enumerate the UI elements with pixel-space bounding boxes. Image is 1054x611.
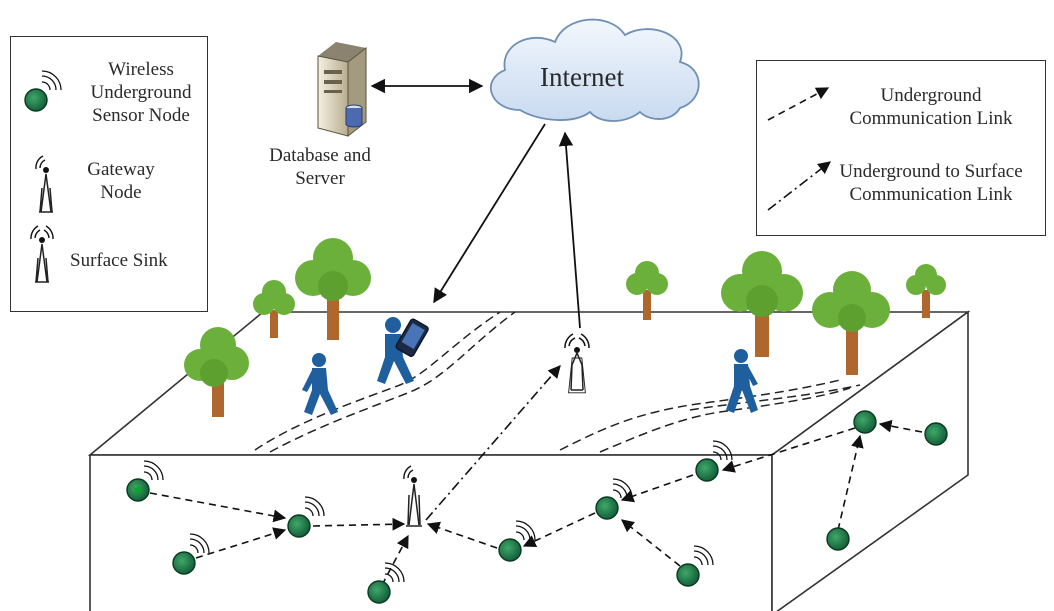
underground-to-surface-link: [425, 365, 561, 521]
tree-icon: [253, 280, 295, 338]
legend-sink-icon: [30, 225, 54, 283]
sensor-node-icon: ✱: [126, 460, 164, 502]
legend-sensor-label-line2: Underground: [90, 82, 192, 103]
database-server-icon: [317, 42, 367, 138]
sensor-node-icon: [287, 496, 325, 538]
sensor-node-icon: [924, 422, 948, 446]
legend-sensor-label: Wireless Underground Sensor Node: [78, 58, 204, 127]
legend-gateway-label-line1: Gateway: [87, 159, 155, 180]
legend-sink-label: Surface Sink: [70, 250, 168, 271]
legend-gateway-icon: [35, 155, 53, 213]
gateway-node-icon: [403, 465, 422, 527]
internet-label: Internet: [540, 62, 624, 92]
legend-ug-surface-line1: Underground to Surface: [839, 161, 1023, 182]
legend-ug-link-label: Underground Communication Link: [826, 84, 1036, 130]
legend-sensor-label-line3: Sensor Node: [92, 105, 190, 126]
internet-to-user-link: [433, 123, 546, 304]
server-label-line1: Database and: [269, 145, 371, 166]
sensor-node-icon: [695, 440, 733, 482]
server-label-line2: Server: [295, 168, 345, 189]
surface-paths: [254, 311, 861, 453]
legend-gateway-label: Gateway Node: [66, 158, 176, 204]
sensor-node-icon: [676, 545, 714, 587]
svg-text:✱: ✱: [133, 485, 142, 497]
tree-icon: [812, 271, 890, 375]
link-legend: [756, 60, 1046, 236]
mobile-device-icon: [395, 318, 429, 357]
tree-icon: [721, 251, 803, 357]
person-icon: [726, 349, 758, 413]
legend-ug-surface-label: Underground to Surface Communication Lin…: [822, 160, 1040, 206]
tree-icon: [184, 327, 249, 417]
tree-icon: [295, 238, 371, 340]
sensor-nodes: ✱: [126, 410, 948, 604]
sensor-node-icon: [826, 527, 850, 551]
sensor-node-icon: [367, 562, 405, 604]
sensor-node-icon: [172, 533, 210, 575]
sink-to-internet-link: [558, 131, 581, 329]
surface-sink-icon: [564, 333, 590, 394]
internet-cloud-icon: [489, 18, 700, 122]
node-legend: [10, 36, 208, 312]
tree-icon: [906, 264, 946, 318]
legend-ug-surface-line2: Communication Link: [849, 184, 1013, 205]
legend-ug-link-line2: Communication Link: [849, 108, 1013, 129]
legend-sensor-label-line1: Wireless: [108, 59, 174, 80]
legend-gateway-label-line2: Node: [100, 182, 142, 203]
legend-sensor-icon: [24, 70, 62, 112]
legend-ug-link-line1: Underground: [880, 85, 982, 106]
server-label: Database and Server: [250, 144, 390, 190]
person-icon: [302, 353, 338, 415]
underground-links: [149, 419, 923, 586]
legend-underground-to-surface-sample: [767, 161, 832, 211]
tree-icon: [626, 261, 668, 320]
sensor-node-icon: [498, 520, 536, 562]
sensor-node-icon: [595, 478, 633, 520]
sensor-node-icon: [853, 410, 877, 434]
